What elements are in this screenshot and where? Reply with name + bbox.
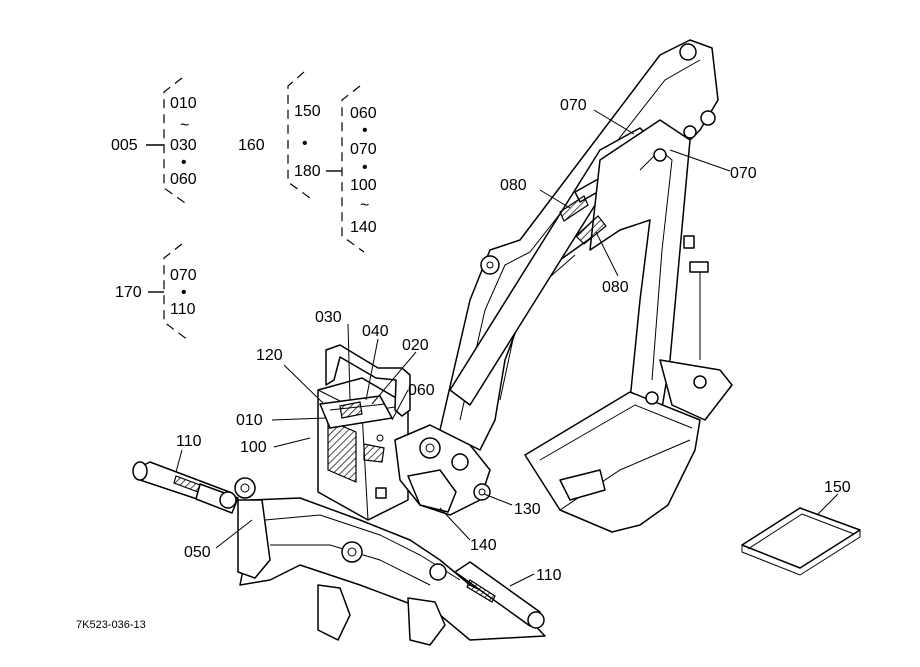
group-005: 005 010 ~ 030 • 060 <box>111 77 197 206</box>
group-160: 160 150 • 180 060 • 070 • 100 ~ 140 <box>238 71 377 253</box>
group-item: 100 <box>350 177 377 194</box>
group-item: • <box>181 154 187 171</box>
mount-frame <box>239 497 546 641</box>
callout-110: 110 <box>176 433 202 450</box>
backhoe-assembly <box>132 39 861 646</box>
group-item: • <box>302 135 308 152</box>
callout-120: 120 <box>256 347 283 364</box>
hatched-panel <box>327 419 357 483</box>
group-item: 110 <box>170 301 196 318</box>
callout-030: 030 <box>315 309 342 326</box>
operator-manual <box>741 507 861 576</box>
decal-080-left <box>559 195 589 222</box>
group-item: • <box>181 284 187 301</box>
group-item: 180 <box>294 163 321 180</box>
group-item: 010 <box>170 95 197 112</box>
callout-060: 060 <box>408 382 435 399</box>
callout-100: 100 <box>240 439 267 456</box>
group-item: • <box>362 159 368 176</box>
group-item: 060 <box>170 171 197 188</box>
bracket-140 <box>407 469 457 513</box>
callout-080: 080 <box>500 177 527 194</box>
group-item: 030 <box>170 137 197 154</box>
callout-020: 020 <box>402 337 429 354</box>
group-item: 140 <box>350 219 377 236</box>
group-item: ~ <box>360 197 369 214</box>
handle-bar <box>325 344 411 417</box>
callout-150: 150 <box>824 479 851 496</box>
callout-050: 050 <box>184 544 211 561</box>
bucket <box>524 391 701 533</box>
callout-110: 110 <box>536 567 562 584</box>
callout-040: 040 <box>362 323 389 340</box>
group-item: 070 <box>170 267 197 284</box>
decal-080-right <box>575 215 607 245</box>
callouts: 070 070 080 080 030 040 020 120 060 010 … <box>176 97 851 584</box>
group-item: • <box>362 122 368 139</box>
cylinder-left <box>132 461 239 514</box>
callout-070: 070 <box>730 165 757 182</box>
drawing-reference: 7K523-036-13 <box>76 619 146 631</box>
callout-080: 080 <box>602 279 629 296</box>
group-item: ~ <box>180 117 189 134</box>
group-170: 170 070 • 110 <box>115 243 197 341</box>
group-code: 005 <box>111 137 138 154</box>
group-item: 060 <box>350 105 377 122</box>
group-item: 150 <box>294 103 321 120</box>
group-code: 170 <box>115 284 142 301</box>
cylinder-bottom <box>454 561 545 629</box>
callout-140: 140 <box>470 537 497 554</box>
callout-070: 070 <box>560 97 587 114</box>
group-item: 070 <box>350 141 377 158</box>
callout-010: 010 <box>236 412 263 429</box>
leader-lines <box>175 109 839 587</box>
callout-130: 130 <box>514 501 541 518</box>
group-code: 160 <box>238 137 265 154</box>
